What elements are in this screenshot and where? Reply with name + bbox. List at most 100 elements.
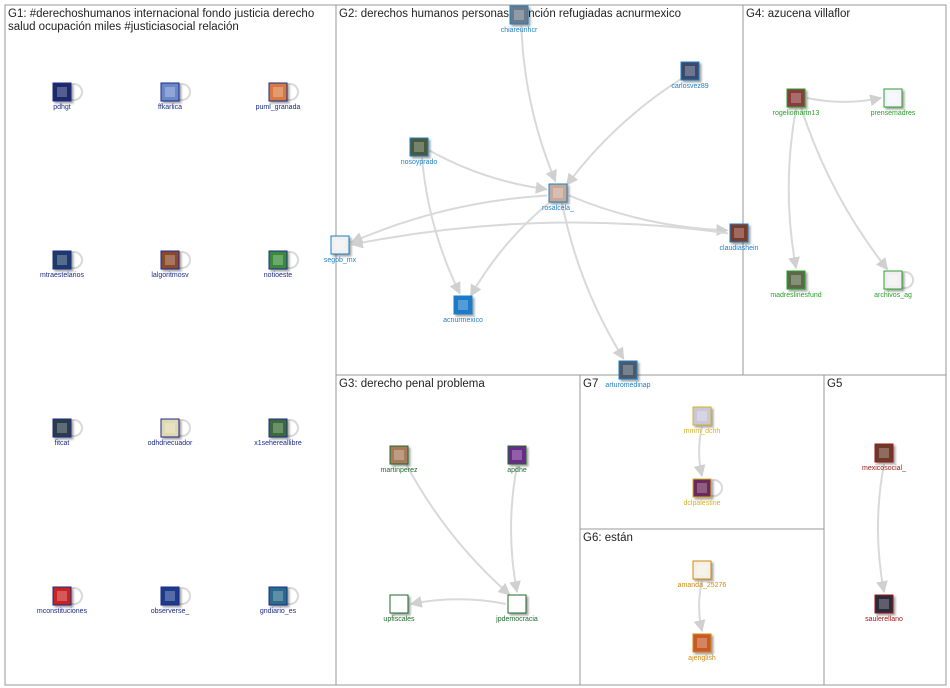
group-panel-g6 — [579, 528, 825, 686]
node-avatar-gndiario_es — [268, 586, 288, 606]
node-prensemadres[interactable]: prensemadres — [871, 88, 916, 117]
node-archivos_ag[interactable]: archivos_ag — [874, 270, 914, 299]
node-avatar-x1sehereallibre — [268, 418, 288, 438]
node-avatar-highlight-chiareunhcr — [514, 10, 524, 20]
node-fitcat[interactable]: fitcat — [52, 418, 83, 447]
group-title-g6: G6: están — [583, 532, 633, 544]
node-avatar-odhdnecuador — [160, 418, 180, 438]
node-avatar-highlight-odhdnecuador — [165, 423, 175, 433]
node-label-arturomedinap: arturomedinap — [605, 382, 650, 389]
node-avatar-highlight-apdhe — [512, 450, 522, 460]
node-avatar-highlight-observerse_ — [165, 591, 175, 601]
node-segob_mx[interactable]: segob_mx — [324, 235, 357, 264]
node-avatar-highlight-amanda_25276 — [697, 565, 707, 575]
edge-rogeliomartn13-to-madreslinesfund — [787, 108, 800, 270]
group-panels: G1: #derechoshumanos internacional fondo… — [4, 4, 947, 686]
node-avatar-apdhe — [507, 445, 527, 465]
node-avatar-highlight-ajenglish — [697, 638, 707, 648]
node-apdhe[interactable]: apdhe — [507, 445, 527, 474]
node-avatar-highlight-upfiscales — [394, 599, 404, 609]
edge-apdhe-to-jpdemocracia — [509, 465, 521, 594]
node-arturomedinap[interactable]: arturomedinap — [605, 360, 651, 389]
node-observerse_[interactable]: observerse_ — [151, 586, 191, 615]
node-label-gndiario_es: gndiario_es — [260, 608, 297, 615]
node-saulerellano[interactable]: saulerellano — [865, 594, 903, 623]
node-avatar-martinperez — [389, 445, 409, 465]
node-mconstituciones[interactable]: mconstituciones — [37, 586, 88, 615]
node-avatar-highlight-prensemadres — [888, 93, 898, 103]
node-avatar-highlight-martinperez — [394, 450, 404, 460]
node-avatar-nosoyprado — [409, 137, 429, 157]
node-chiareunhcr[interactable]: chiareunhcr — [501, 5, 538, 34]
node-mexicosocial_[interactable]: mexicosocial_ — [862, 443, 906, 472]
node-avatar-highlight-mexicosocial_ — [879, 448, 889, 458]
node-rogeliomartn13[interactable]: rogeliomartn13 — [773, 88, 820, 117]
node-avatar-highlight-mconstituciones — [57, 591, 67, 601]
node-avatar-arturomedinap — [618, 360, 638, 380]
node-label-amanda_25276: amanda_25276 — [678, 582, 727, 589]
node-label-notioeste: notioeste — [264, 272, 293, 279]
node-avatar-amanda_25276 — [692, 560, 712, 580]
edge-chiareunhcr-to-rosalcela_ — [520, 25, 557, 183]
node-avatar-segob_mx — [330, 235, 350, 255]
node-avatar-mmm_dchh — [692, 406, 712, 426]
node-avatar-acnurmexico — [453, 295, 473, 315]
node-avatar-highlight-gndiario_es — [273, 591, 283, 601]
node-carlosvez89[interactable]: carlosvez89 — [671, 61, 709, 90]
node-notioeste[interactable]: notioeste — [264, 250, 299, 279]
node-odhdnecuador[interactable]: odhdnecuador — [148, 418, 193, 447]
node-avatar-rosalcela_ — [548, 183, 568, 203]
node-avatar-highlight-madreslinesfund — [791, 275, 801, 285]
node-amanda_25276[interactable]: amanda_25276 — [678, 560, 727, 589]
node-label-mtraestelarios: mtraestelarios — [40, 272, 84, 279]
node-avatar-highlight-ffkarlica — [165, 87, 175, 97]
group-panel-g4 — [742, 4, 947, 376]
node-avatar-jpdemocracia — [507, 594, 527, 614]
node-avatar-dclpalestine — [692, 478, 712, 498]
node-martinperez[interactable]: martinperez — [381, 445, 418, 474]
group-panel-g2 — [335, 4, 744, 376]
node-pdhgt[interactable]: pdhgt — [52, 82, 83, 111]
node-avatar-observerse_ — [160, 586, 180, 606]
node-label-fitcat: fitcat — [55, 440, 70, 447]
node-nosoyprado[interactable]: nosoyprado — [401, 137, 438, 166]
node-claudiashein[interactable]: claudiashein — [720, 223, 759, 252]
node-label-mexicosocial_: mexicosocial_ — [862, 465, 906, 472]
node-label-pdhgt: pdhgt — [53, 104, 71, 111]
node-x1sehereallibre[interactable]: x1sehereallibre — [254, 418, 302, 447]
node-lalgoritmosv[interactable]: lalgoritmosv — [151, 250, 191, 279]
node-avatar-highlight-arturomedinap — [623, 365, 633, 375]
node-avatar-carlosvez89 — [680, 61, 700, 81]
node-avatar-highlight-lalgoritmosv — [165, 255, 175, 265]
group-panel-g5 — [823, 374, 947, 686]
node-mmm_dchh[interactable]: mmm_dchh — [684, 406, 721, 435]
edge-rogeliomartn13-to-archivos_ag — [800, 107, 889, 271]
node-avatar-prensemadres — [883, 88, 903, 108]
node-acnurmexico[interactable]: acnurmexico — [443, 295, 483, 324]
node-label-rosalcela_: rosalcela_ — [542, 205, 574, 212]
node-avatar-upfiscales — [389, 594, 409, 614]
edge-mmm_dchh-to-dclpalestine — [693, 426, 706, 478]
node-avatar-pdhgt — [52, 82, 72, 102]
node-ajenglish[interactable]: ajenglish — [688, 633, 716, 662]
node-mtraestelarios[interactable]: mtraestelarios — [40, 250, 84, 279]
node-dclpalestine[interactable]: dclpalestine — [684, 478, 723, 507]
node-label-claudiashein: claudiashein — [720, 245, 759, 252]
edge-rogeliomartn13-to-prensemadres — [806, 94, 883, 107]
node-avatar-fitcat — [52, 418, 72, 438]
node-gndiario_es[interactable]: gndiario_es — [260, 586, 299, 615]
nodes-layer: pdhgt ffkarlica puml_granada mtraestelarios… — [37, 5, 916, 662]
node-puml_granada[interactable]: puml_granada — [256, 82, 301, 111]
node-avatar-highlight-segob_mx — [335, 240, 345, 250]
node-avatar-highlight-mtraestelarios — [57, 255, 67, 265]
node-upfiscales[interactable]: upfiscales — [383, 594, 415, 623]
node-avatar-highlight-acnurmexico — [458, 300, 468, 310]
node-avatar-puml_granada — [268, 82, 288, 102]
node-madreslinesfund[interactable]: madreslinesfund — [770, 270, 822, 299]
node-avatar-highlight-x1sehereallibre — [273, 423, 283, 433]
node-avatar-rogeliomartn13 — [786, 88, 806, 108]
node-rosalcela_[interactable]: rosalcela_ — [542, 183, 574, 212]
node-jpdemocracia[interactable]: jpdemocracia — [495, 594, 538, 623]
node-ffkarlica[interactable]: ffkarlica — [158, 82, 191, 111]
node-label-dclpalestine: dclpalestine — [684, 500, 721, 507]
